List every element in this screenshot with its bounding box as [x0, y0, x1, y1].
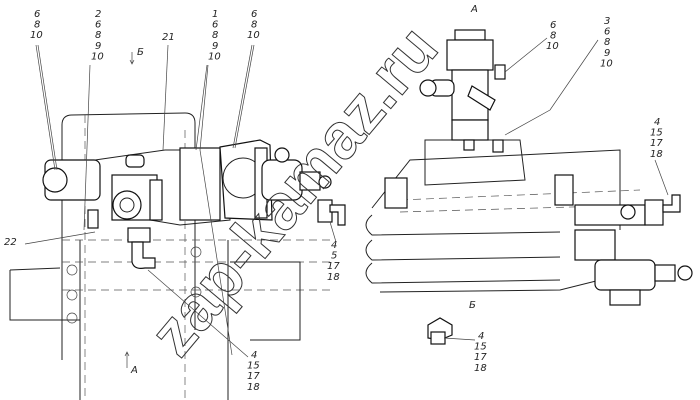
- callout-number: 17: [327, 261, 340, 272]
- callout-number: 15: [474, 342, 487, 353]
- callout-number: 3: [604, 16, 610, 27]
- callout-number: 8: [251, 20, 257, 31]
- callout-number: 18: [650, 149, 663, 160]
- callout-number: 5: [331, 251, 337, 262]
- callout-number: 22: [4, 237, 17, 248]
- callout-number: 4: [251, 350, 257, 361]
- callout-number: 6: [251, 9, 257, 20]
- callout-number: 18: [474, 363, 487, 374]
- callout-number: 8: [212, 30, 218, 41]
- callout-number: 6: [212, 20, 218, 31]
- callout-number: 10: [208, 51, 221, 62]
- callout-number: 6: [550, 20, 556, 31]
- callout-number: 9: [95, 41, 101, 52]
- leader-lines: [24, 37, 669, 368]
- callout-number: 4: [331, 240, 337, 251]
- callout-number: 10: [91, 51, 104, 62]
- callout-number: 15: [650, 128, 663, 139]
- callout-number: 17: [474, 352, 487, 363]
- callout-number: 4: [654, 117, 660, 128]
- view-b-fitting: [427, 317, 453, 345]
- callout-number: 17: [247, 371, 260, 382]
- callout-number: 18: [247, 382, 260, 393]
- view-a-title: А: [470, 4, 478, 15]
- callout-c9: 22: [4, 237, 17, 248]
- callout-number: 10: [30, 30, 43, 41]
- callout-number: 8: [604, 37, 610, 48]
- callout-number: 8: [34, 20, 40, 31]
- callout-number: 6: [34, 9, 40, 20]
- callout-number: 18: [327, 272, 340, 283]
- callout-number: 1: [212, 9, 218, 20]
- callout-number: 9: [212, 41, 218, 52]
- callout-number: 21: [162, 32, 175, 43]
- callout-number: 6: [95, 20, 101, 31]
- callout-number: 10: [600, 58, 613, 69]
- callout-number: 8: [95, 30, 101, 41]
- callout-number: 15: [247, 361, 260, 372]
- callout-number: 6: [604, 27, 610, 38]
- view-a-arrow-label: А: [130, 365, 138, 376]
- callout-number: 8: [550, 31, 556, 42]
- left-view-valve-assembly: [42, 139, 346, 269]
- view-b-title: Б: [469, 300, 476, 311]
- callout-number: 4: [478, 331, 484, 342]
- view-b-arrow-label: Б: [137, 47, 144, 58]
- callout-number: 10: [546, 41, 559, 52]
- callout-number: 2: [95, 9, 101, 20]
- callout-c3: 21: [162, 32, 175, 43]
- right-view-assembly: [365, 29, 693, 306]
- callout-number: 10: [247, 30, 260, 41]
- callout-number: 9: [604, 48, 610, 59]
- callout-number: 17: [650, 138, 663, 149]
